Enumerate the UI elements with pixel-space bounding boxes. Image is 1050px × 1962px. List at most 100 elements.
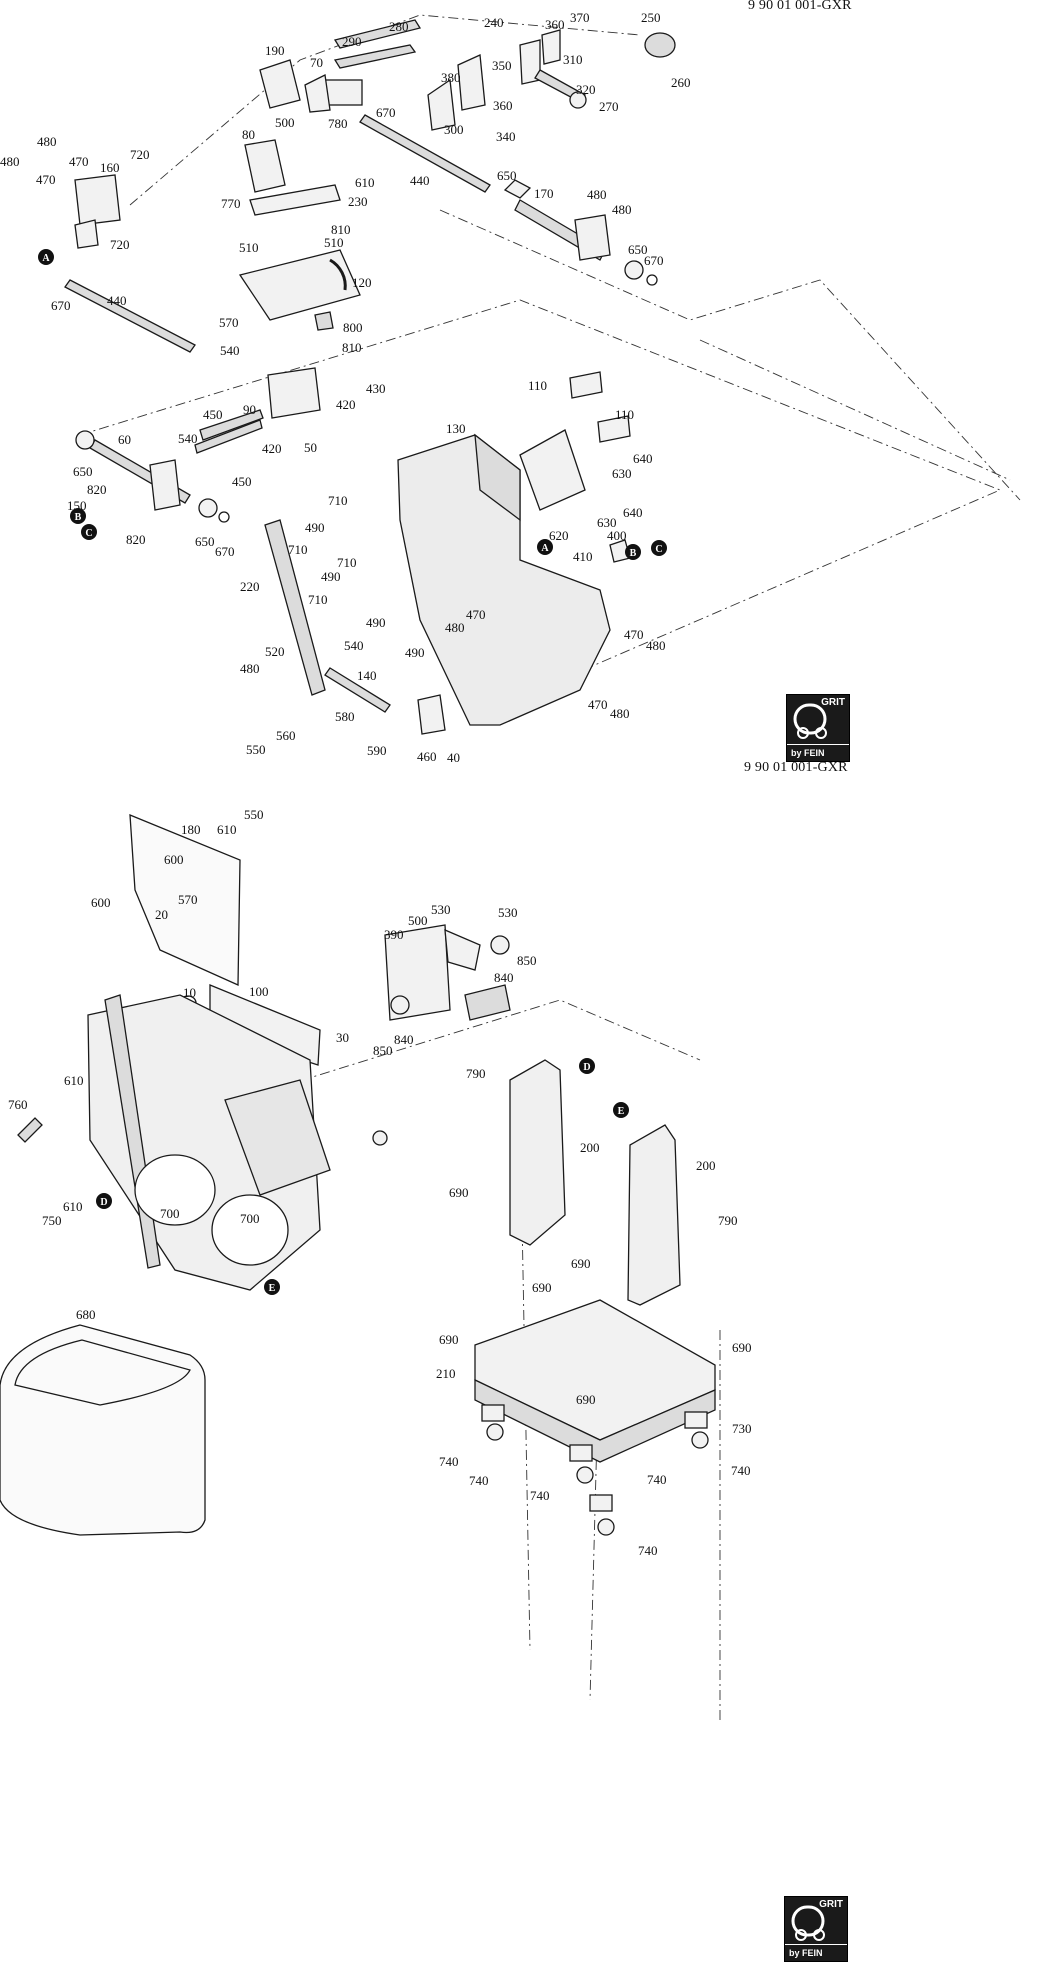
part-label-640: 640	[623, 505, 643, 520]
part-160-lower	[74, 219, 99, 249]
grit-wordmark: GRIT	[821, 697, 845, 708]
part-label-820: 820	[87, 482, 107, 497]
part-110-upper	[569, 371, 603, 399]
part-label-570: 570	[178, 892, 198, 907]
part-190-block	[259, 59, 301, 109]
part-label-670: 670	[376, 105, 396, 120]
part-label-10: 10	[183, 985, 196, 1000]
part-label-480: 480	[610, 706, 630, 721]
part-label-740: 740	[731, 1463, 751, 1478]
part-label-650: 650	[497, 168, 517, 183]
part-650-bushing	[503, 179, 532, 199]
part-label-510: 510	[324, 235, 344, 250]
part-label-360: 360	[493, 98, 513, 113]
part-label-740: 740	[530, 1488, 550, 1503]
part-650-bushing-right	[624, 260, 644, 280]
part-840-bearing-lower	[390, 995, 410, 1015]
part-label-690: 690	[439, 1332, 459, 1347]
grit-wordmark: GRIT	[819, 1899, 843, 1910]
part-label-100: 100	[249, 984, 269, 999]
part-label-650: 650	[73, 464, 93, 479]
part-label-740: 740	[638, 1543, 658, 1558]
part-label-800: 800	[343, 320, 363, 335]
part-label-160: 160	[100, 160, 120, 175]
callout-letter-B: B	[630, 548, 637, 559]
part-760	[17, 1117, 43, 1143]
part-120-scale	[329, 258, 347, 291]
part-label-580: 580	[335, 709, 355, 724]
part-70	[304, 74, 331, 113]
detail-700-left	[134, 1154, 216, 1226]
part-label-610: 610	[355, 175, 375, 190]
part-label-490: 490	[305, 520, 325, 535]
callout-letter-D: D	[100, 1197, 107, 1208]
callout-circle-A	[38, 249, 54, 265]
part-120-table	[238, 249, 361, 321]
callout-circle-D	[579, 1058, 595, 1074]
part-340	[457, 54, 486, 111]
detail-700-right	[211, 1194, 289, 1266]
part-190	[324, 79, 363, 106]
part-label-500: 500	[408, 913, 428, 928]
part-label-470: 470	[466, 607, 486, 622]
part-label-620: 620	[549, 528, 569, 543]
part-label-470: 470	[69, 154, 89, 169]
grit-logo-badge-top: GRIT by FEIN	[786, 694, 850, 762]
callout-circle-A	[537, 539, 553, 555]
part-label-760: 760	[8, 1097, 28, 1112]
part-label-290: 290	[342, 34, 362, 49]
part-290-rod	[333, 19, 422, 49]
part-label-670: 670	[215, 544, 235, 559]
part-160	[74, 174, 121, 226]
part-label-540: 540	[344, 638, 364, 653]
part-label-280: 280	[389, 19, 409, 34]
part-label-810: 810	[342, 340, 362, 355]
part-270-knob	[569, 91, 587, 109]
part-label-840: 840	[394, 1032, 414, 1047]
part-label-740: 740	[647, 1472, 667, 1487]
part-label-710: 710	[308, 592, 328, 607]
document-code-top: 9 90 01 001-GXR	[748, 0, 852, 13]
part-label-690: 690	[576, 1392, 596, 1407]
part-label-430: 430	[366, 381, 386, 396]
part-label-40: 40	[447, 750, 460, 765]
part-label-350: 350	[492, 58, 512, 73]
part-label-720: 720	[130, 147, 150, 162]
part-label-670: 670	[51, 298, 71, 313]
part-label-650: 650	[628, 242, 648, 257]
part-label-460: 460	[417, 749, 437, 764]
part-label-380: 380	[441, 70, 461, 85]
part-label-140: 140	[357, 668, 377, 683]
callout-letter-C: C	[85, 528, 92, 539]
part-label-410: 410	[573, 549, 593, 564]
part-label-740: 740	[469, 1473, 489, 1488]
part-label-710: 710	[328, 493, 348, 508]
part-label-790: 790	[718, 1213, 738, 1228]
part-label-700: 700	[160, 1206, 180, 1221]
callout-circle-B	[625, 544, 641, 560]
part-680-rim	[14, 1339, 191, 1406]
part-label-530: 530	[431, 902, 451, 917]
part-620-plate	[519, 429, 586, 511]
part-label-480: 480	[240, 661, 260, 676]
part-label-480: 480	[587, 187, 607, 202]
part-230-plate	[249, 184, 341, 216]
part-label-30: 30	[336, 1030, 349, 1045]
part-label-310: 310	[563, 52, 583, 67]
part-label-510: 510	[239, 240, 259, 255]
part-label-450: 450	[232, 474, 252, 489]
callout-letter-E: E	[618, 1106, 625, 1117]
part-label-80: 80	[242, 127, 255, 142]
callout-letter-A: A	[42, 253, 50, 264]
part-label-550: 550	[246, 742, 266, 757]
part-label-400: 400	[607, 528, 627, 543]
part-label-440: 440	[107, 293, 127, 308]
callout-letter-E: E	[269, 1283, 276, 1294]
part-label-420: 420	[262, 441, 282, 456]
part-label-790: 790	[466, 1066, 486, 1081]
callout-letter-B: B	[75, 512, 82, 523]
part-label-500: 500	[275, 115, 295, 130]
part-label-480: 480	[37, 134, 57, 149]
